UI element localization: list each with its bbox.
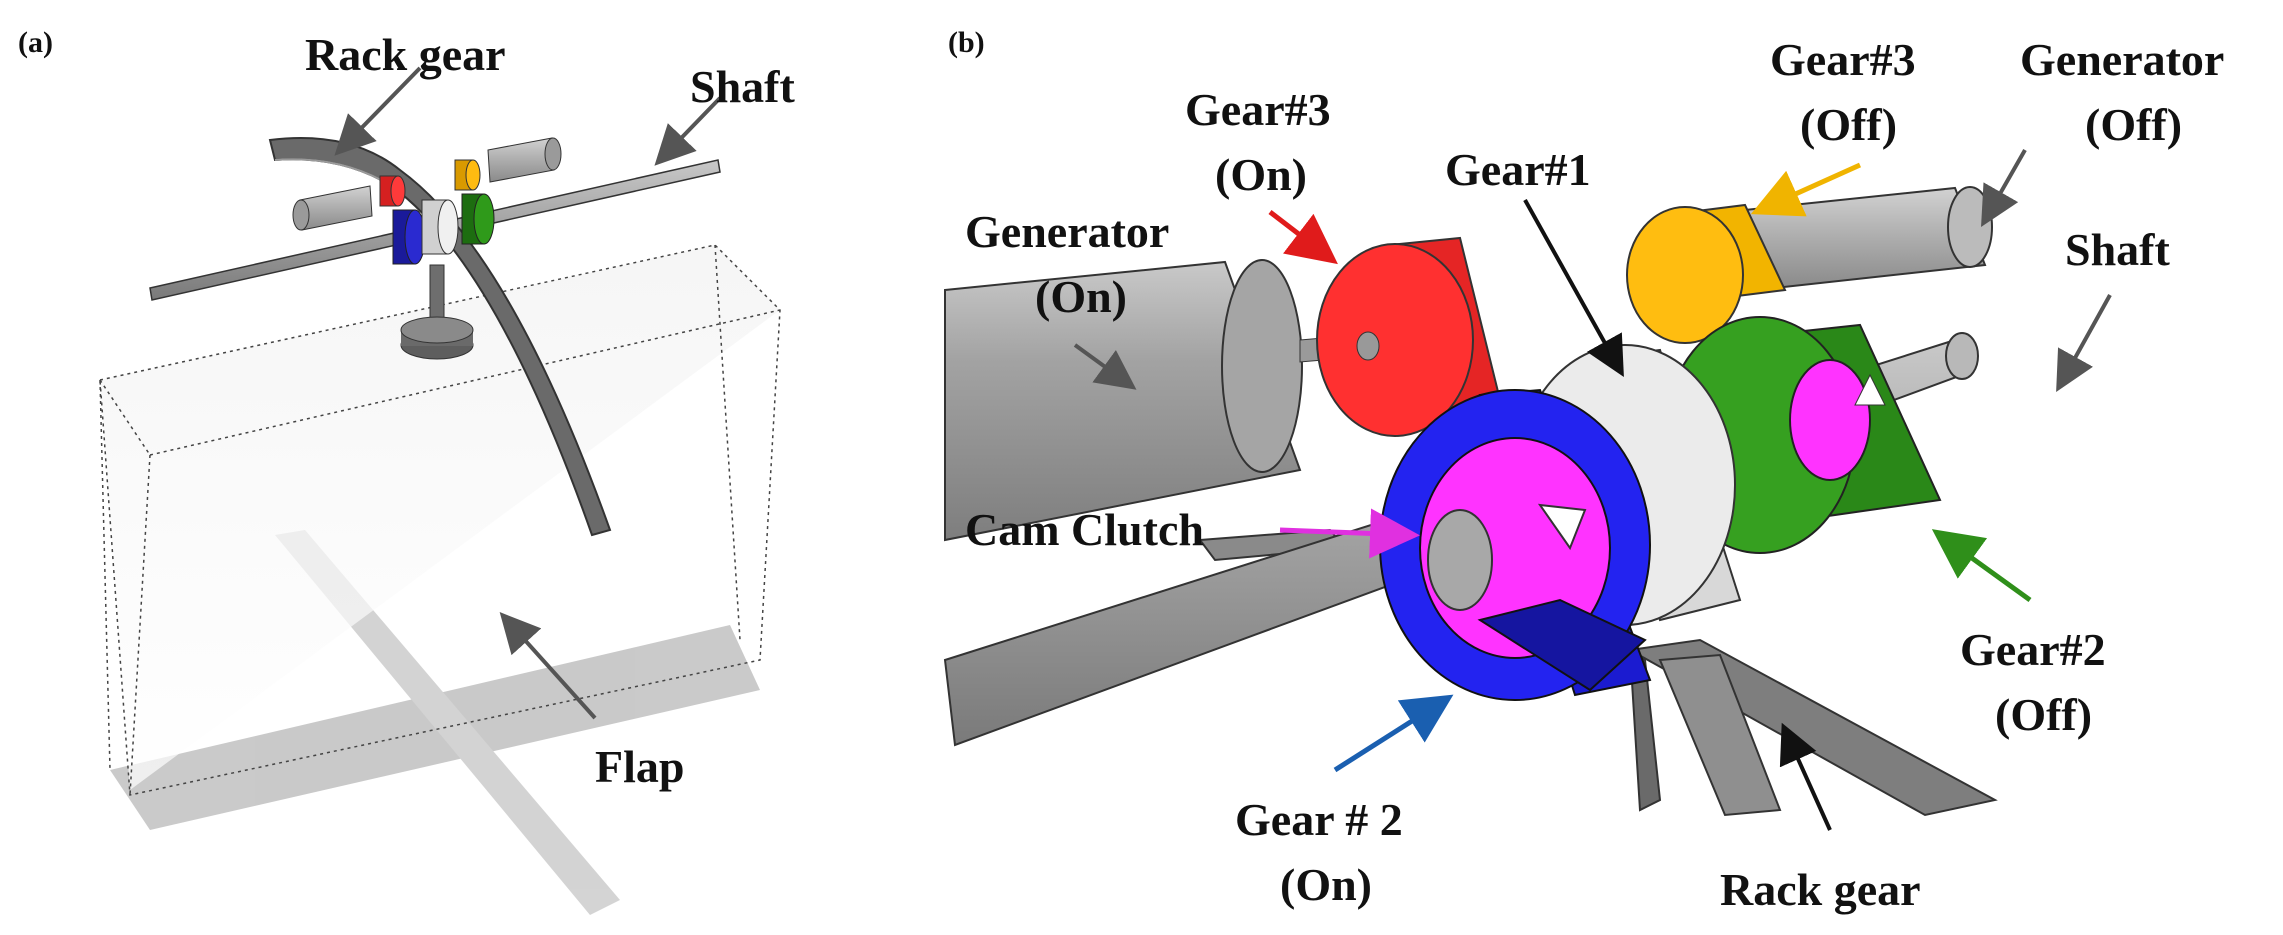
label-gear1: Gear#1 (1445, 144, 1591, 195)
flap-shadow (110, 530, 760, 915)
generator-on (944, 259, 1371, 542)
label-gear2-off-line1: Gear#2 (1960, 624, 2106, 675)
panel-a-tag: (a) (18, 26, 53, 59)
arrow-generator-on (1073, 343, 1137, 390)
panel-b: (b) (943, 26, 2224, 915)
arrow-gear2-off (1931, 529, 2032, 603)
label-gear3-on-line2: (On) (1215, 149, 1307, 200)
panel-a-gear-white (421, 199, 459, 255)
label-gear2-off-line2: (Off) (1995, 689, 2092, 740)
label-generator-on-line1: Generator (965, 206, 1169, 257)
panel-a-gear-yellow (454, 159, 481, 191)
flap-body (99, 244, 781, 796)
label-shaft-a: Shaft (690, 61, 795, 112)
gear3-on (1316, 236, 1507, 437)
label-gear3-off-line2: (Off) (1800, 99, 1897, 150)
label-generator-on-line2: (On) (1035, 271, 1127, 322)
label-rack-gear-b: Rack gear (1720, 864, 1921, 915)
label-gear3-on-line1: Gear#3 (1185, 84, 1331, 135)
arrow-rack-gear-a (334, 66, 422, 156)
arrow-flap (499, 612, 597, 720)
gear3-off (1626, 203, 1787, 344)
label-generator-off-line2: (Off) (2085, 99, 2182, 150)
label-shaft-b: Shaft (2065, 224, 2170, 275)
arrow-cam-clutch (1279, 508, 1420, 559)
arrow-shaft-a (654, 96, 722, 166)
arrow-gear3-on (1268, 210, 1338, 265)
arrow-generator-off (1981, 149, 2027, 227)
arrow-rack-gear-b (1779, 722, 1832, 831)
panel-a: (a) (18, 26, 795, 915)
panel-b-tag: (b) (948, 26, 985, 59)
label-gear2-on-line2: (On) (1280, 859, 1372, 910)
panel-a-generator-right (487, 137, 562, 183)
label-flap: Flap (595, 741, 684, 792)
label-gear2-on-line1: Gear # 2 (1235, 794, 1403, 845)
panel-a-gear-green (461, 193, 495, 245)
label-rack-gear-a: Rack gear (305, 29, 506, 80)
gear2-on (1379, 388, 1652, 701)
arrow-shaft-b (2056, 294, 2112, 392)
panel-a-generator-left (292, 185, 373, 231)
panel-a-gear-blue (392, 209, 426, 265)
panel-a-gear-red (379, 175, 406, 207)
arrow-gear3-off (1750, 162, 1862, 217)
support-post (400, 264, 474, 360)
label-cam-clutch: Cam Clutch (965, 504, 1204, 555)
label-generator-off-line1: Generator (2020, 34, 2224, 85)
arrow-gear1 (1523, 199, 1624, 377)
label-gear3-off-line1: Gear#3 (1770, 34, 1916, 85)
arrow-gear2-on (1333, 694, 1454, 773)
